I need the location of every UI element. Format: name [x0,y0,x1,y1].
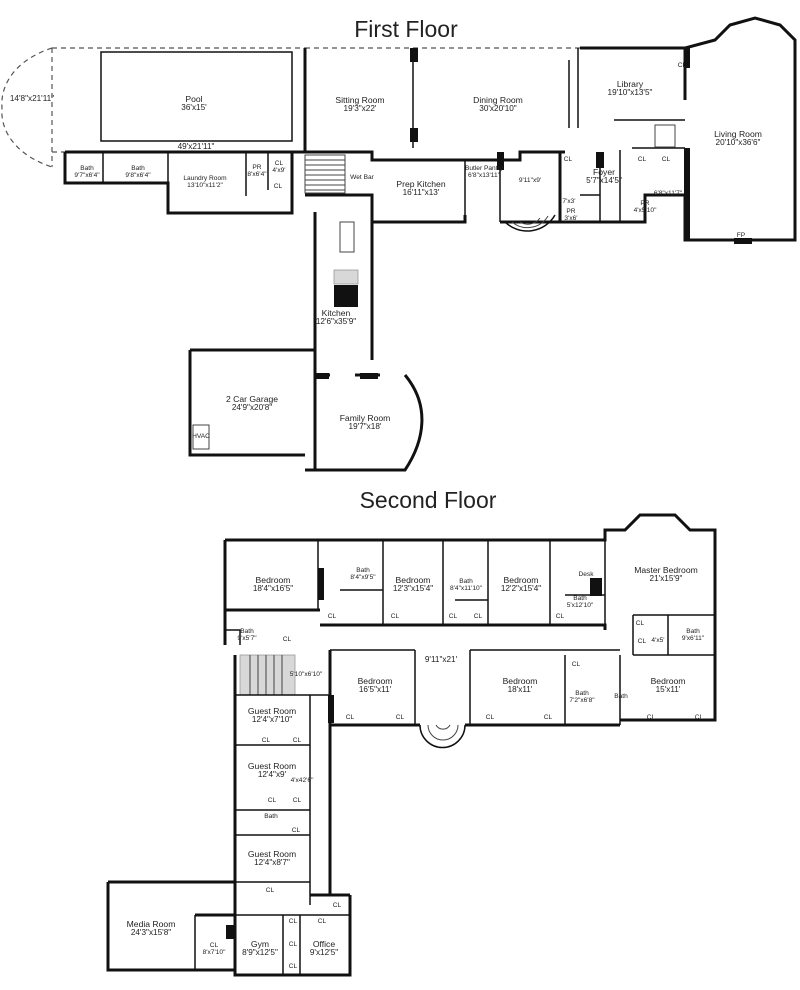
second-floor-title: Second Floor [359,487,497,513]
tag-cl: CL [473,613,483,620]
room-cl-4x42: 4'x42'6" [290,777,314,784]
room-hall-1: 9'11"x9' [518,177,542,184]
room-stair-hall: 5'10"x6'10" [289,671,323,678]
tag-cl: CL [448,613,458,620]
tag-cl: CL [646,714,656,721]
tag-cl: CL [291,827,301,834]
tag-cl: CL [635,620,645,627]
tag-cl: CL [555,613,565,620]
tag-cl: CL [390,613,400,620]
tag-cl: CL [637,156,647,163]
room-bath-g: Bath [614,693,628,700]
room-wet-bar: Wet Bar [350,174,374,181]
tag-cl: CL [261,737,271,744]
tag-cl: CL [288,941,298,948]
tag-cl: CL [288,963,298,970]
room-hall: 9'11"x21' [424,655,458,664]
tag-cl: CL [661,156,671,163]
tag-cl: CL [288,918,298,925]
tag-cl: CL [677,62,687,69]
room-hall-2: 6'8"x11'7" [653,190,683,197]
tag-cl: CL [543,714,553,721]
tag-cl: CL [267,797,277,804]
tag-cl: CL [637,638,647,645]
tag-cl: CL [485,714,495,721]
tag-cl: CL [332,902,342,909]
tag-fp: FP [736,232,746,239]
room-cl-4x5: 4'x5' [651,637,665,644]
room-bay: 14'8"x21'11" [9,94,55,103]
tag-cl: CL [317,918,327,925]
tag-cl: CL [265,887,275,894]
room-desk: Desk [578,571,594,578]
tag-cl: CL [292,797,302,804]
tag-cl: CL [563,156,573,163]
second-floor-walls [106,513,717,977]
tag-cl: CL [327,613,337,620]
tag-cl: CL [292,737,302,744]
room-pool-deck: 49'x21'11" [177,142,215,151]
tag-cl: CL [345,714,355,721]
tag-cl: CL [571,661,581,668]
tag-cl: CL [395,714,405,721]
tag-cl: CL [282,636,292,643]
first-floor-title: First Floor [354,16,458,42]
tag-hvac: HVAC [192,433,210,440]
room-bath-h: Bath [264,813,278,820]
tag-cl: CL [273,183,283,190]
room-cl-7x3: 7'x3' [562,198,576,205]
tag-cl: CL [694,714,704,721]
first-floor-walls [1,16,797,472]
